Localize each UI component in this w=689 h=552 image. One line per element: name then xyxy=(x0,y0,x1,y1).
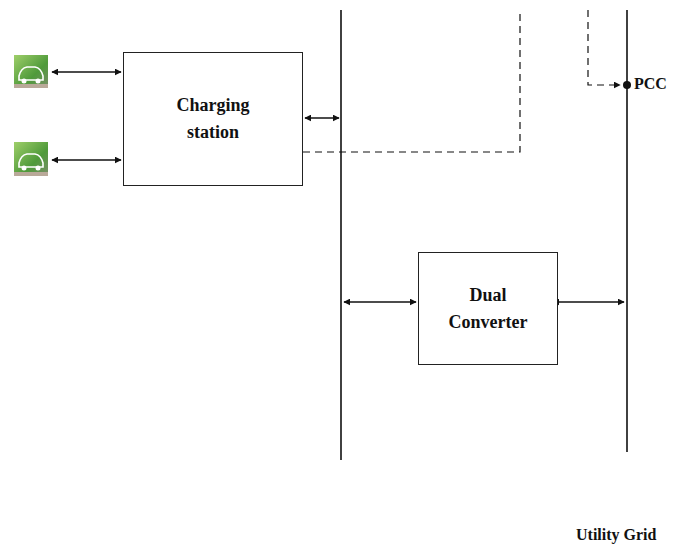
grid-label: Utility Grid xyxy=(576,526,656,544)
power-arrow xyxy=(305,117,339,118)
power-arrow xyxy=(344,301,416,302)
box-label: Dual Converter xyxy=(432,282,544,336)
control-signal xyxy=(588,10,620,85)
ev-icon xyxy=(14,142,48,176)
ev-icon xyxy=(14,55,48,88)
converter-box: Dual Converter xyxy=(418,252,558,365)
power-arrow xyxy=(553,301,624,302)
pcc-label: PCC xyxy=(634,75,667,93)
pcc-dot xyxy=(623,81,631,89)
grid-bus xyxy=(626,10,628,452)
control-signal xyxy=(303,10,520,152)
station-box: Charging station xyxy=(123,52,303,186)
power-arrow xyxy=(52,159,121,160)
box-label: Charging station xyxy=(158,92,268,146)
text-group: Dual Converter xyxy=(432,282,544,336)
power-arrow xyxy=(52,71,121,72)
text-group: Charging station xyxy=(158,92,268,146)
dc-bus xyxy=(340,10,342,460)
